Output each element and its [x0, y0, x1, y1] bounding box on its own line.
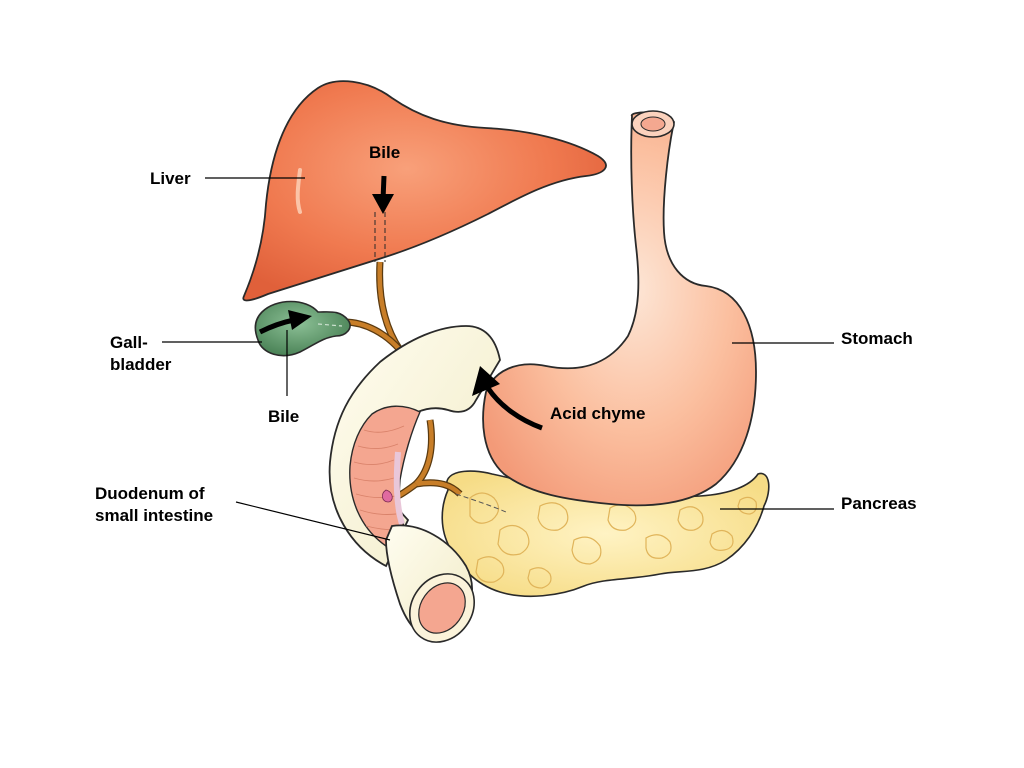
bile-arrow-top	[372, 175, 394, 214]
acid-chyme-arrow	[472, 366, 543, 431]
pancreas-lobules	[469, 492, 757, 589]
label-liver: Liver	[150, 169, 191, 188]
duodenum-lumen	[418, 582, 466, 634]
label-bile-top: Bile	[369, 143, 400, 162]
label-duodenum-line1: Duodenum of	[95, 484, 205, 503]
label-acid-chyme: Acid chyme	[550, 404, 645, 423]
label-pancreas: Pancreas	[841, 494, 917, 513]
label-duodenum-line2: small intestine	[95, 506, 213, 525]
pancreatic-duct	[455, 493, 507, 513]
label-stomach: Stomach	[841, 329, 913, 348]
esophagus-lumen	[640, 116, 666, 132]
label-bile-bottom: Bile	[268, 407, 299, 426]
duodenum-leader-line	[235, 501, 391, 541]
duodenal-papilla	[382, 489, 393, 503]
liver-highlight	[295, 168, 302, 214]
duodenum	[328, 325, 501, 643]
bile-arrow-gallbladder	[258, 310, 312, 335]
gallbladder	[254, 300, 351, 357]
leader-lines	[162, 177, 834, 541]
liver	[242, 80, 607, 302]
pancreas	[441, 470, 770, 598]
label-gallbladder-line2: bladder	[110, 355, 172, 374]
label-gallbladder-line1: Gall-	[110, 333, 148, 352]
stomach	[482, 110, 757, 507]
